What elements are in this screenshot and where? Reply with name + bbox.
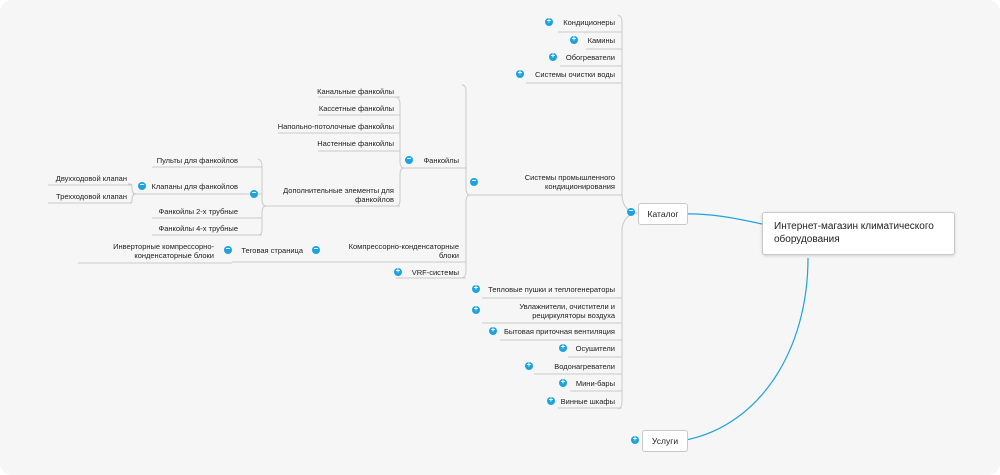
vrf-expand-icon[interactable]: + <box>394 266 402 276</box>
catalog-item-conditioners[interactable]: Кондиционеры <box>563 18 615 27</box>
catalog-item-thermal[interactable]: Тепловые пушки и теплогенераторы <box>488 285 615 294</box>
catalog-item-wine[interactable]: Винные шкафы <box>560 397 615 406</box>
catalog-item-heaters[interactable]: Обогреватели <box>565 53 615 62</box>
fancoil-item-floor-ceiling[interactable]: Напольно-потолочные фанкойлы <box>277 122 394 131</box>
tag-page-collapse-icon[interactable]: − <box>224 244 232 254</box>
extra-item-four-pipe[interactable]: Фанкойлы 4-х трубные <box>158 224 238 233</box>
valve-item-three-way[interactable]: Трехходовой клапан <box>56 192 127 201</box>
industrial-item-vrf[interactable]: VRF-системы <box>411 268 459 277</box>
fancoil-item-channel[interactable]: Канальные фанкойлы <box>317 87 394 96</box>
minibars-expand-icon[interactable]: + <box>559 377 567 387</box>
industrial-collapse-icon[interactable]: − <box>470 176 478 186</box>
catalog-item-industrial[interactable]: Системы промышленного кондиционирования <box>524 173 615 191</box>
humidifiers-expand-icon[interactable]: + <box>472 304 480 314</box>
catalog-item-humidifiers[interactable]: Увлажнители, очистители и рециркуляторы … <box>519 302 615 320</box>
inverter-node[interactable]: Инверторные компрессорно-конденсаторные … <box>113 242 214 260</box>
services-node[interactable]: Услуги <box>642 430 688 452</box>
dryers-expand-icon[interactable]: + <box>559 342 567 352</box>
wine-expand-icon[interactable]: + <box>547 395 555 405</box>
fancoil-item-cassette[interactable]: Кассетные фанкойлы <box>318 104 394 113</box>
extra-item-valves[interactable]: Клапаны для фанкойлов <box>151 182 239 191</box>
industrial-item-compressor[interactable]: Компрессорно-конденсаторные блоки <box>348 242 459 260</box>
heaters-expand-icon[interactable]: + <box>549 51 557 61</box>
catalog-item-dryers[interactable]: Осушители <box>575 344 615 353</box>
fancoil-item-wall[interactable]: Настенные фанкойлы <box>317 139 394 148</box>
services-expand-icon[interactable]: + <box>631 434 639 444</box>
valves-collapse-icon[interactable]: − <box>138 180 146 190</box>
compressor-collapse-icon[interactable]: − <box>312 244 320 254</box>
valve-item-two-way[interactable]: Двухходовой клапан <box>55 174 127 183</box>
extra-item-two-pipe[interactable]: Фанкойлы 2-х трубные <box>158 207 238 216</box>
catalog-node[interactable]: Каталог <box>638 203 688 225</box>
extra-item-remotes[interactable]: Пульты для фанкойлов <box>156 156 238 165</box>
extra-collapse-icon[interactable]: − <box>250 188 258 198</box>
root-node[interactable]: Интернет-магазин климатического оборудов… <box>762 212 955 255</box>
tag-page-node[interactable]: Теговая страница <box>241 246 303 255</box>
industrial-item-fancoils[interactable]: Фанкойлы <box>423 156 459 165</box>
conditioners-expand-icon[interactable]: + <box>545 16 553 26</box>
ventilation-expand-icon[interactable]: + <box>489 325 497 335</box>
catalog-item-fireplaces[interactable]: Камины <box>587 36 615 45</box>
fancoil-item-extra[interactable]: Дополнительные элементы для фанкойлов <box>283 186 394 204</box>
catalog-item-water[interactable]: Системы очистки воды <box>534 70 615 79</box>
catalog-collapse-icon[interactable]: − <box>627 206 635 216</box>
catalog-item-waterheaters[interactable]: Водонагреватели <box>554 362 615 371</box>
catalog-item-ventilation[interactable]: Бытовая приточная вентиляция <box>503 327 615 336</box>
catalog-item-minibars[interactable]: Мини-бары <box>575 379 615 388</box>
fancoils-collapse-icon[interactable]: − <box>405 154 413 164</box>
waterheaters-expand-icon[interactable]: + <box>525 360 533 370</box>
fireplaces-expand-icon[interactable]: + <box>570 34 578 44</box>
thermal-expand-icon[interactable]: + <box>472 283 480 293</box>
water-expand-icon[interactable]: + <box>516 68 524 78</box>
